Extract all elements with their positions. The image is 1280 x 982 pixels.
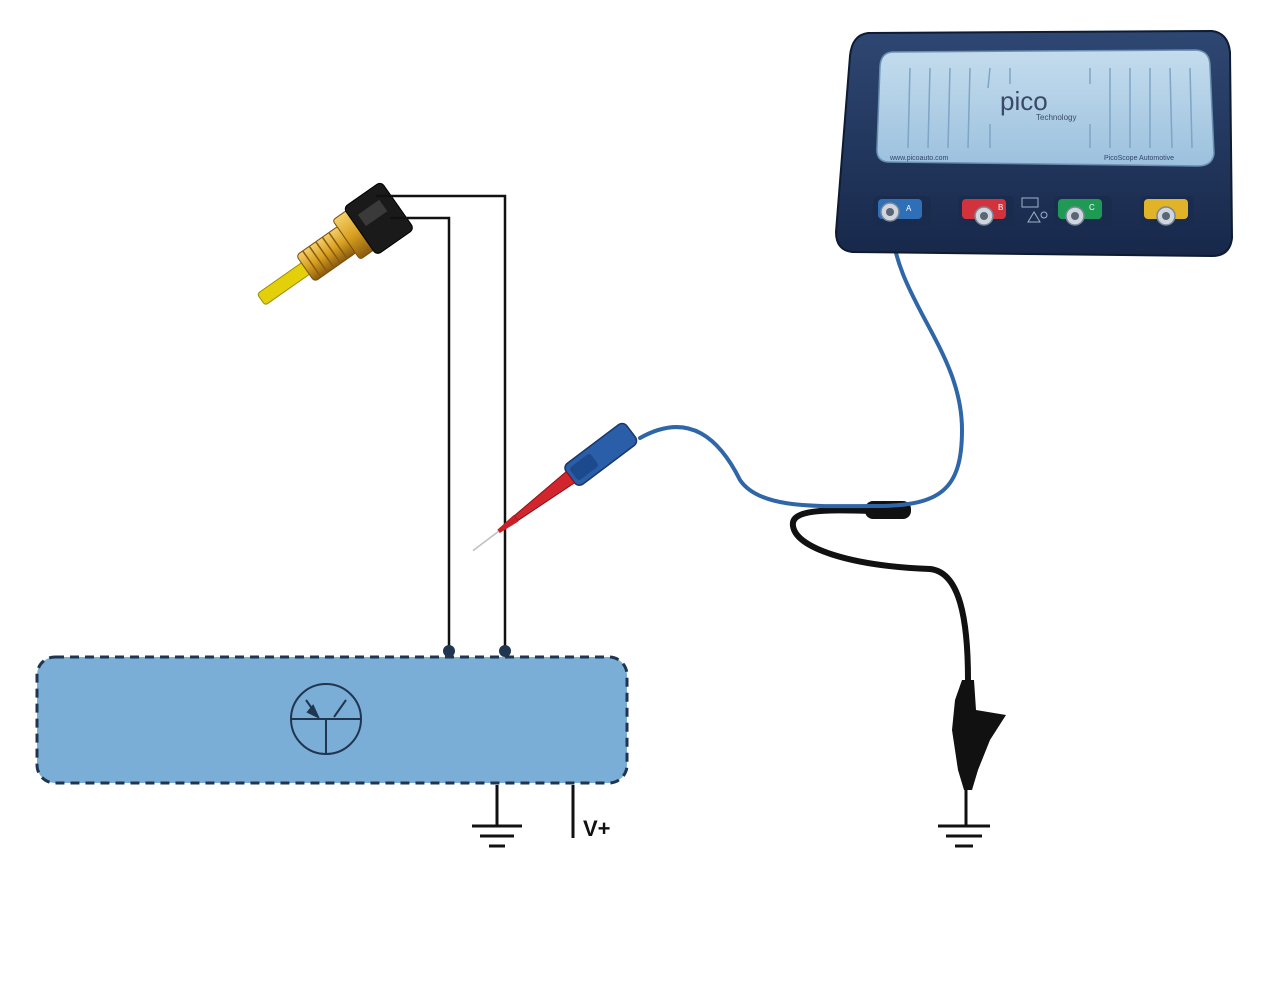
sensor-signal-wire — [376, 194, 507, 651]
ground-lead — [789, 501, 971, 683]
ecu-ground-icon — [472, 785, 522, 848]
temperature-sensor — [257, 182, 413, 305]
ecu-pin-1 — [443, 645, 455, 657]
panel-grooves — [907, 67, 1193, 149]
sensor-thread — [297, 226, 357, 281]
probe-tip — [497, 514, 519, 533]
brand-subtitle: Technology — [1036, 113, 1076, 122]
crocodile-clip — [952, 680, 1006, 826]
sensor-connector — [344, 182, 413, 254]
channel-a-port[interactable]: A — [873, 196, 931, 226]
probe-body — [513, 470, 576, 522]
brand-logo: pico — [1000, 86, 1048, 116]
picoscope-device: pico Technology www.picoauto.com PicoSco… — [834, 29, 1234, 258]
ecu-pin-2 — [499, 645, 511, 657]
channel-c-label: C — [1089, 203, 1095, 212]
ecu-module: V+ — [35, 645, 629, 848]
warning-symbols — [1021, 197, 1048, 223]
transistor-icon — [290, 683, 362, 755]
channel-c-port[interactable]: C — [1054, 196, 1112, 226]
channel-b-port[interactable]: B — [958, 196, 1014, 226]
probe-needle — [472, 530, 499, 552]
probe-lead — [638, 220, 965, 509]
channel-d-port[interactable] — [1140, 196, 1194, 226]
channel-a-label: A — [906, 204, 912, 213]
test-probe — [472, 422, 638, 552]
supply-label: V+ — [583, 816, 611, 841]
probe-handle — [564, 422, 638, 486]
product-label: PicoScope Automotive — [1104, 155, 1174, 162]
channel-b-label: B — [998, 203, 1003, 212]
sensor-wires — [376, 194, 507, 651]
sensor-return-wire — [390, 216, 451, 651]
clip-ground-icon — [938, 824, 990, 848]
website-label: www.picoauto.com — [889, 155, 949, 162]
